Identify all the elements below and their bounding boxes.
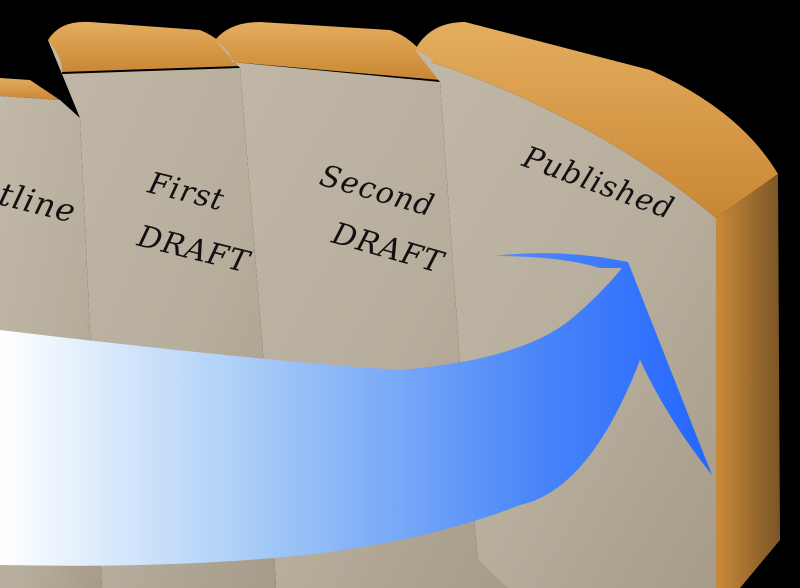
- book-outline-top-edge: [0, 78, 60, 100]
- book-published-side: [716, 174, 780, 588]
- book-first-top-edge: [48, 21, 240, 72]
- book-published-top-edge: [415, 22, 778, 218]
- book-second-top-edge: [215, 22, 440, 80]
- progress-arrow: [0, 253, 712, 566]
